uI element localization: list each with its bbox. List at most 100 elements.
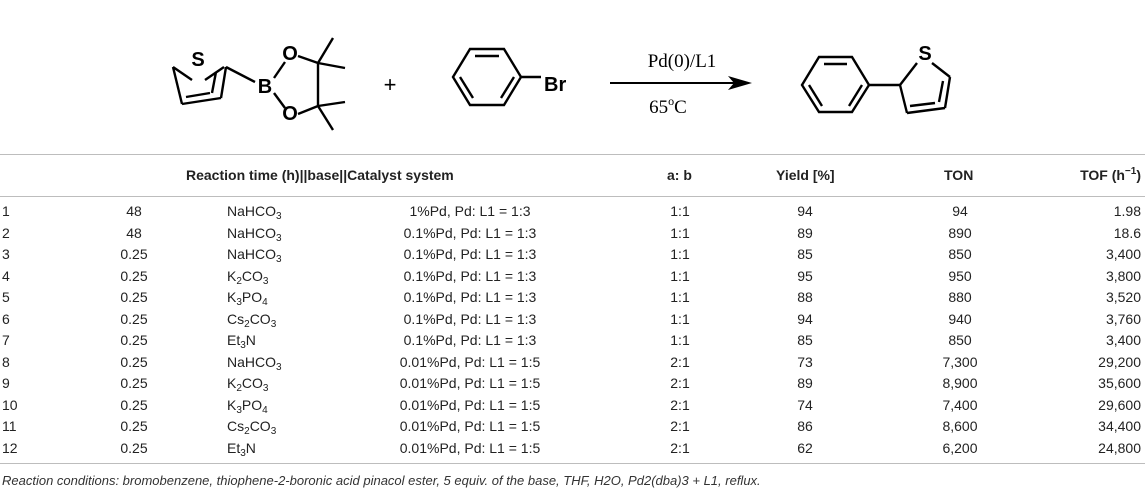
cell-catalyst-system: 0.01%Pd, Pd: L1 = 1:5 [399,396,541,413]
cell-yield: 73 [797,353,813,370]
cell-yield: 85 [797,246,813,262]
cell-ton: 940 [948,310,972,327]
cell-reaction-time: 48 [126,203,142,219]
catalyst-label: Pd(0)/L1 [648,51,717,72]
cell-tof: 35,600 [1098,375,1141,391]
cell-ton: 7,400 [942,396,978,413]
header-yield: Yield [%] [776,167,835,183]
cell-ab-ratio: 1:1 [670,310,690,327]
cell-ab-ratio: 2:1 [670,396,690,413]
cell-ab-ratio: 1:1 [670,332,690,348]
cell-base: NaHCO3 [227,246,282,265]
cell-ton: 880 [948,289,972,305]
cell-catalyst-system: 0.1%Pd, Pd: L1 = 1:3 [403,224,537,241]
cell-ton: 94 [952,203,968,219]
cell-ton: 890 [948,224,972,241]
table-bottom-rule [0,463,1145,464]
cell-entry: 3 [2,246,10,262]
cell-entry: 6 [2,310,10,327]
cell-entry: 8 [2,353,10,370]
cell-reaction-time: 0.25 [120,289,148,305]
cell-yield: 94 [797,310,813,327]
cell-yield: 85 [797,332,813,348]
product-sulfur-atom-label: S [918,43,931,65]
cell-base: K2CO3 [227,267,269,287]
temperature-label: 65oC [649,94,687,118]
cell-entry: 12 [2,439,18,456]
cell-yield: 62 [797,439,813,456]
cell-entry: 1 [2,203,10,219]
cell-entry: 2 [2,224,10,241]
cell-yield: 86 [797,418,813,434]
cell-tof: 34,400 [1098,418,1141,434]
cell-tof: 3,400 [1105,332,1141,348]
cell-catalyst-system: 0.1%Pd, Pd: L1 = 1:3 [403,332,537,348]
cell-base: K3PO4 [227,289,268,308]
cell-reaction-time: 0.25 [120,246,148,262]
cell-ton: 8,900 [942,375,978,391]
boron-atom-label: B [258,76,272,98]
cell-yield: 89 [797,375,813,391]
cell-catalyst-system: 0.01%Pd, Pd: L1 = 1:5 [399,439,541,456]
cell-catalyst-system: 0.01%Pd, Pd: L1 = 1:5 [399,353,541,370]
header-ab-ratio: a: b [667,167,692,183]
cell-base: NaHCO3 [227,353,282,373]
cell-ton: 8,600 [942,418,978,434]
cell-yield: 74 [797,396,813,413]
header-reaction-base-catalyst: Reaction time (h)||base||Catalyst system [186,167,454,183]
cell-yield: 95 [797,267,813,284]
thiophene-boronic-ester-structure [171,37,346,131]
cell-catalyst-system: 0.01%Pd, Pd: L1 = 1:5 [399,375,541,391]
cell-entry: 4 [2,267,10,284]
oxygen-atom-label-bottom: O [282,103,298,125]
cell-ton: 950 [948,267,972,284]
cell-entry: 10 [2,396,18,413]
cell-entry: 5 [2,289,10,305]
cell-base: Cs2CO3 [227,418,277,437]
cell-ton: 850 [948,246,972,262]
header-tof: TOF (h−1) [1080,166,1141,184]
cell-ab-ratio: 1:1 [670,267,690,284]
cell-tof: 29,600 [1098,396,1141,413]
cell-catalyst-system: 1%Pd, Pd: L1 = 1:3 [409,203,531,219]
cell-base: NaHCO3 [227,203,282,222]
plus-sign: + [384,72,397,97]
cell-entry: 9 [2,375,10,391]
reaction-arrow [610,76,752,90]
cell-ab-ratio: 2:1 [670,375,690,391]
cell-reaction-time: 0.25 [120,396,148,413]
cell-ab-ratio: 2:1 [670,418,690,434]
cell-ab-ratio: 2:1 [670,353,690,370]
cell-tof: 18.6 [1113,224,1141,241]
cell-tof: 29,200 [1098,353,1141,370]
cell-entry: 7 [2,332,10,348]
cell-reaction-time: 0.25 [120,310,148,327]
cell-ab-ratio: 1:1 [670,203,690,219]
cell-ab-ratio: 1:1 [670,224,690,241]
cell-ab-ratio: 1:1 [670,246,690,262]
bromobenzene-structure [451,47,541,107]
cell-tof: 3,760 [1105,310,1141,327]
cell-ton: 850 [948,332,972,348]
cell-base: NaHCO3 [227,224,282,244]
cell-reaction-time: 0.25 [120,267,148,284]
cell-catalyst-system: 0.1%Pd, Pd: L1 = 1:3 [403,289,537,305]
cell-ab-ratio: 2:1 [670,439,690,456]
cell-ton: 6,200 [942,439,978,456]
cell-yield: 89 [797,224,813,241]
cell-yield: 94 [797,203,813,219]
cell-catalyst-system: 0.1%Pd, Pd: L1 = 1:3 [403,310,537,327]
cell-reaction-time: 0.25 [120,332,148,348]
cell-reaction-time: 0.25 [120,418,148,434]
reaction-scheme: S B O O + Br Pd(0)/L1 65oC S [171,37,952,131]
